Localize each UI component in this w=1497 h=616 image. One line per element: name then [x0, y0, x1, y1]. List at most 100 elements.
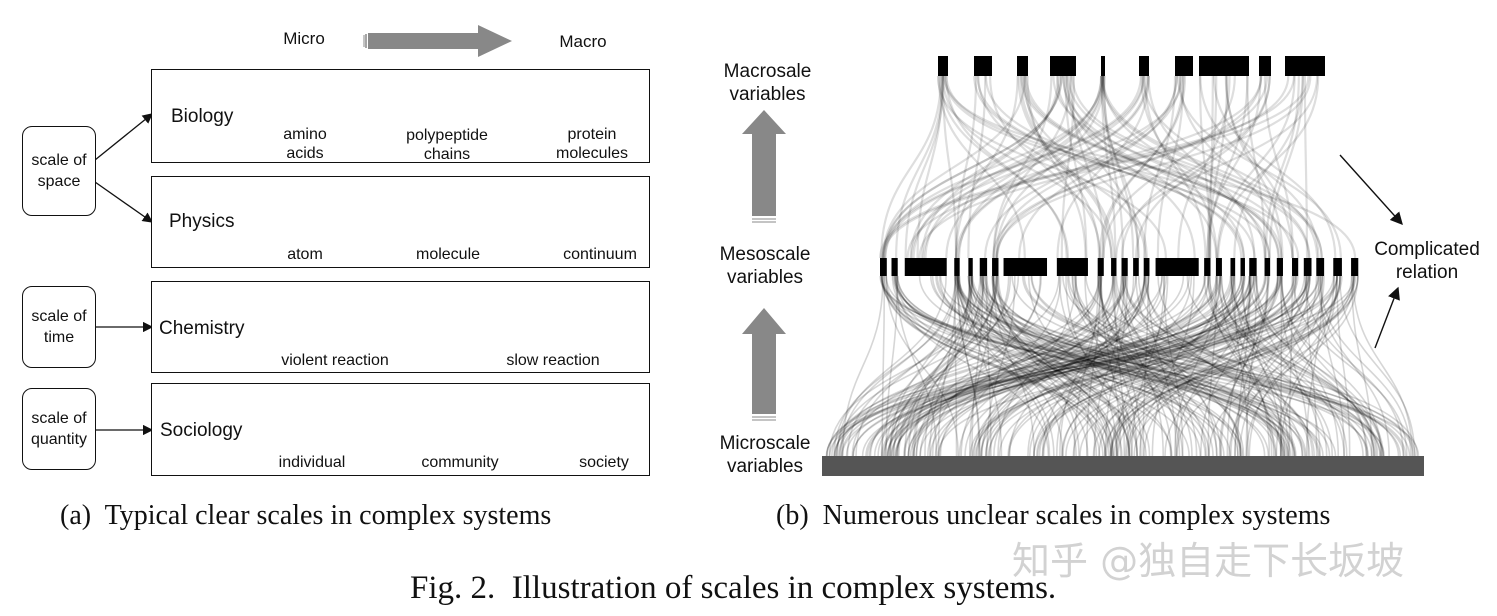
micro-meso-link — [1027, 275, 1146, 457]
micro-meso-link — [1099, 275, 1181, 457]
micro-meso-link — [1125, 275, 1311, 457]
meso-variable-bar — [880, 258, 887, 276]
micro-meso-link — [1279, 275, 1338, 457]
meso-macro-link — [992, 75, 1072, 259]
micro-meso-link — [928, 275, 973, 457]
micro-meso-link — [918, 275, 1306, 457]
macro-variable-bar — [1285, 56, 1325, 76]
micro-meso-link — [970, 275, 1110, 457]
micro-meso-link — [838, 275, 1163, 457]
micro-meso-link — [956, 275, 1370, 457]
meso-macro-link — [1209, 75, 1214, 259]
meso-macro-link — [1017, 75, 1113, 259]
micro-meso-link — [1248, 275, 1325, 457]
micro-meso-link — [886, 275, 1339, 457]
caption-a: (a) Typical clear scales in complex syst… — [60, 500, 552, 531]
meso-macro-link — [920, 75, 1060, 259]
micro-meso-link — [1338, 275, 1416, 457]
micro-meso-link — [988, 275, 1234, 457]
micro-meso-link — [938, 275, 1202, 457]
micro-meso-link — [1035, 275, 1310, 457]
meso-macro-link — [1268, 75, 1305, 259]
label-protein-molecules: protein molecules — [555, 126, 629, 162]
micro-meso-link — [958, 275, 1139, 457]
micro-meso-link — [1065, 275, 1324, 457]
micro-meso-link — [935, 275, 1270, 457]
meso-macro-link — [995, 75, 1182, 259]
micro-meso-link — [1042, 275, 1193, 457]
meso-variable-bar — [891, 258, 898, 276]
meso-macro-link — [945, 75, 1104, 259]
micro-meso-link — [1336, 275, 1351, 457]
micro-meso-link — [828, 275, 1355, 457]
micro-meso-link — [929, 275, 1320, 457]
micro-meso-link — [954, 275, 958, 457]
micro-meso-link — [1124, 275, 1364, 457]
microscale-label: Microscale variables — [719, 433, 811, 477]
meso-macro-link — [882, 75, 1063, 259]
micro-meso-link — [956, 275, 1266, 457]
micro-meso-link — [833, 275, 960, 457]
micro-meso-link — [980, 275, 1119, 457]
meso-macro-link — [977, 75, 1147, 259]
relation-pointers — [1339, 154, 1403, 349]
meso-variable-bar — [1303, 258, 1312, 276]
micro-meso-link — [1305, 275, 1318, 457]
label-atom: atom — [287, 246, 323, 263]
micro-meso-link — [937, 275, 957, 457]
micro-meso-link — [1239, 275, 1318, 457]
micro-meso-link — [855, 275, 974, 457]
micro-meso-link — [1100, 275, 1138, 457]
domain-physics: Physics — [169, 211, 235, 232]
micro-meso-link — [913, 275, 982, 457]
meso-variable-bar — [1155, 258, 1199, 276]
micro-meso-link — [903, 275, 1146, 457]
micro-meso-link — [1028, 275, 1210, 457]
micro-meso-link — [1030, 275, 1382, 457]
meso-macro-link — [954, 75, 1019, 259]
meso-macro-link — [1208, 75, 1229, 259]
micro-meso-link — [1111, 275, 1142, 457]
micro-meso-link — [1280, 275, 1340, 457]
micro-meso-link — [957, 275, 1055, 457]
micro-meso-link — [1104, 275, 1129, 457]
micro-meso-link — [1236, 275, 1252, 457]
micro-meso-link — [980, 275, 1123, 457]
domain-chemistry: Chemistry — [159, 318, 245, 339]
micro-meso-link — [968, 275, 1064, 457]
micro-meso-link — [892, 275, 1102, 457]
meso-macro-link — [992, 75, 1053, 259]
micro-meso-link — [880, 275, 972, 457]
meso-variable-bar — [1230, 258, 1236, 276]
mesoscale-label: Mesoscale variables — [719, 244, 811, 288]
micro-meso-link — [1033, 275, 1322, 457]
micro-meso-link — [992, 275, 1307, 457]
micro-meso-link — [1121, 275, 1164, 457]
micro-meso-link — [909, 275, 1267, 457]
micro-meso-link — [840, 275, 1221, 457]
meso-macro-link — [1263, 75, 1295, 259]
micro-meso-link — [996, 275, 1080, 457]
micro-meso-link — [894, 275, 1123, 457]
label-continuum: continuum — [563, 246, 637, 263]
micro-meso-link — [986, 275, 1016, 457]
micro-meso-link — [1062, 275, 1373, 457]
micro-meso-link — [907, 275, 1222, 457]
meso-macro-link — [994, 75, 1106, 259]
meso-macro-link — [1101, 75, 1185, 259]
micro-meso-link — [958, 275, 1239, 457]
micro-meso-link — [851, 275, 1060, 457]
micro-meso-link — [877, 275, 1185, 457]
macro-variable-bar — [974, 56, 992, 76]
micro-meso-link — [1279, 275, 1310, 457]
micro-meso-link — [1230, 275, 1311, 457]
micro-meso-link — [838, 275, 1128, 457]
micro-meso-link — [1122, 275, 1198, 457]
meso-macro-link — [1233, 75, 1304, 259]
micro-meso-link — [885, 275, 960, 457]
micro-meso-link — [831, 275, 1126, 457]
micro-meso-link — [896, 275, 1296, 457]
micro-meso-link — [828, 275, 997, 457]
meso-macro-link — [1055, 75, 1245, 259]
micro-meso-link — [1304, 275, 1405, 457]
